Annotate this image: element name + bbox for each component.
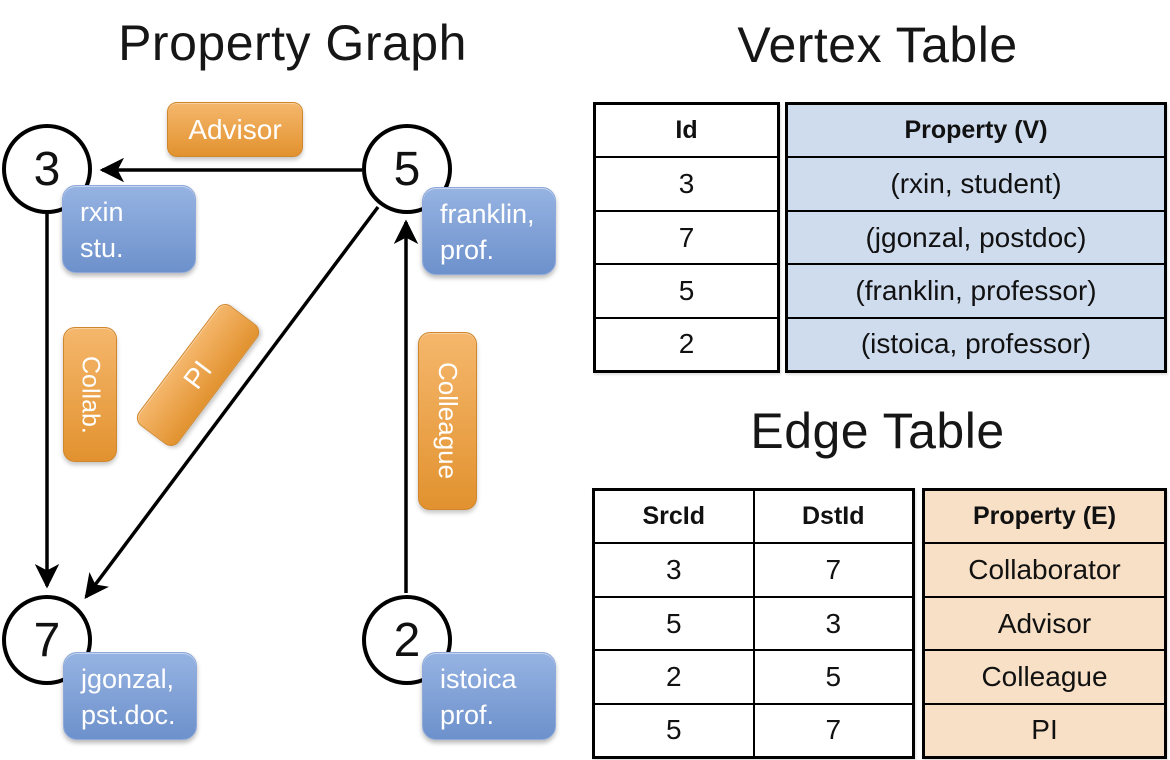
vertex-property-box-3: rxin stu. (62, 185, 196, 273)
table-cell: 5 (665, 714, 682, 746)
table-cell: PI (925, 702, 1164, 756)
edge-table-property-column: Property (E) Collaborator Advisor Collea… (922, 488, 1167, 759)
table-cell: 5 (752, 651, 913, 703)
edge-pi-line (84, 205, 380, 599)
edge-label-text: PI (177, 354, 218, 395)
vertex-property-line: jgonzal, (81, 664, 175, 694)
vertex-id: 2 (393, 613, 421, 667)
vertex-property-line: istoica (440, 664, 517, 694)
vertex-table-id-header: Id (675, 116, 698, 145)
vertex-property-box-2: istoica prof. (422, 652, 556, 740)
edge-table-header-row: SrcId DstId (595, 491, 913, 543)
table-cell: 2 (665, 660, 682, 692)
table-cell: 5 (665, 607, 682, 639)
vertex-property-line: franklin, (440, 199, 535, 229)
vertex-table-id-column: Id 3 7 5 2 (593, 102, 780, 373)
edge-table-property-header: Property (E) (972, 502, 1117, 531)
table-cell: 3 (665, 554, 682, 586)
edge-label-text: Collab. (76, 355, 105, 434)
table-cell: Colleague (925, 649, 1164, 702)
edge-label-advisor: Advisor (167, 102, 303, 157)
table-cell: 7 (752, 704, 913, 757)
edge-label-collab: Collab. (63, 327, 117, 462)
graph-edges-layer (34, 157, 419, 599)
property-graph-title: Property Graph (118, 15, 467, 71)
vertex-property-line: stu. (80, 232, 124, 263)
vertex-id: 5 (393, 142, 421, 196)
edge-label-text: Advisor (188, 113, 282, 145)
table-row: 5 3 (595, 595, 913, 650)
table-cell: 3 (596, 156, 777, 209)
table-cell: (franklin, professor) (788, 263, 1164, 316)
table-cell: 3 (752, 597, 913, 650)
vertex-id: 3 (33, 142, 61, 196)
edge-table-title: Edge Table (750, 403, 1005, 459)
vertex-property-line: rxin (80, 197, 124, 227)
vertex-property-line: prof. (440, 234, 495, 265)
table-cell: 7 (752, 544, 913, 596)
table-cell: 5 (596, 263, 777, 316)
vertex-node-5: 5 (362, 124, 452, 214)
vertex-table-property-column: Property (V) (rxin, student) (jgonzal, p… (785, 102, 1167, 373)
vertex-id: 7 (33, 613, 61, 667)
table-cell: (rxin, student) (788, 156, 1164, 209)
table-cell: 7 (596, 209, 777, 263)
table-cell: 2 (596, 316, 777, 370)
edge-table-id-columns: SrcId DstId 3 7 5 3 2 5 5 7 (592, 488, 915, 759)
table-row: 5 7 (595, 702, 913, 757)
edge-label-text: Colleague (433, 362, 463, 480)
table-cell: Collaborator (925, 542, 1164, 595)
table-row: 2 5 (595, 649, 913, 703)
table-cell: (istoica, professor) (788, 316, 1164, 370)
vertex-property-box-5: franklin, prof. (422, 187, 556, 275)
vertex-property-line: pst.doc. (81, 699, 176, 730)
edge-table-srcid-header: SrcId (642, 502, 706, 531)
table-row: 3 7 (595, 542, 913, 596)
vertex-property-box-7: jgonzal, pst.doc. (63, 652, 197, 740)
vertex-node-2: 2 (362, 595, 452, 685)
table-cell: Advisor (925, 595, 1164, 649)
table-cell: (jgonzal, postdoc) (788, 209, 1164, 263)
vertex-property-line: prof. (440, 699, 495, 730)
edge-label-colleague: Colleague (418, 332, 477, 510)
edge-table-dstid-header: DstId (752, 491, 913, 543)
vertex-table-property-header: Property (V) (904, 116, 1048, 145)
vertex-table-title: Vertex Table (737, 17, 1018, 73)
